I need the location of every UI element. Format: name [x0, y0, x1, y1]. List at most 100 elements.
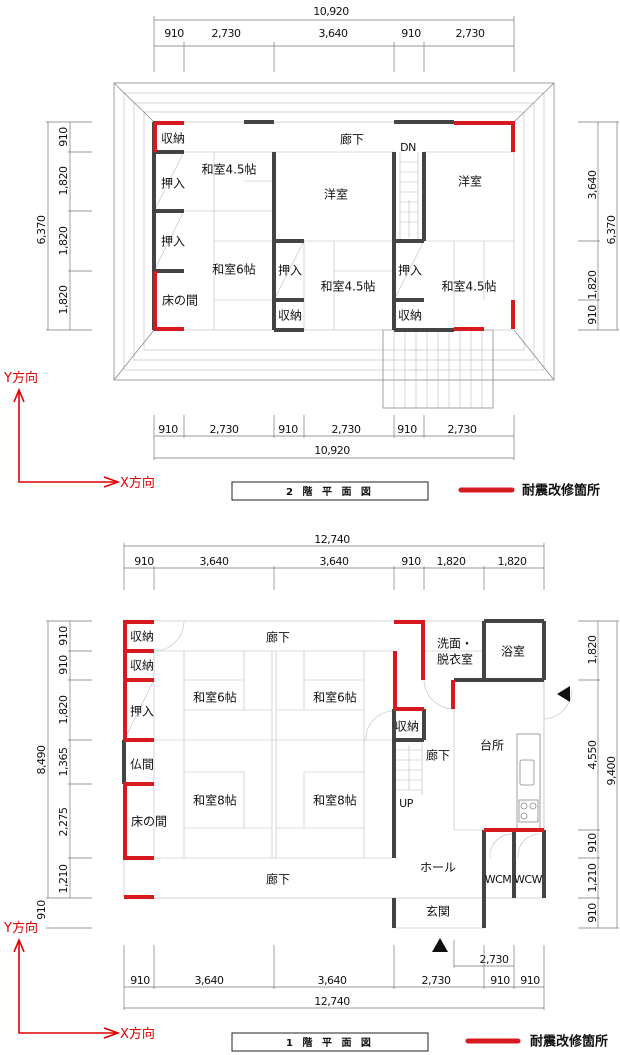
room-label: 収納 [130, 630, 154, 644]
room-label: 収納 [130, 659, 154, 673]
room-label: 廊下 [266, 630, 290, 645]
room-label: 脱衣室 [437, 652, 473, 667]
floor2-dims-bottom: 910 2,730 910 2,730 910 2,730 10,920 [153, 415, 515, 460]
dim: 3,640 [586, 170, 599, 199]
dim-total: 6,370 [35, 215, 48, 244]
floor1-title: 1 階 平 面 図 [286, 1036, 374, 1049]
x-direction-label: X方向 [120, 1026, 155, 1042]
room-label: 和室4.5帖 [441, 279, 496, 294]
dim: 2,730 [456, 27, 485, 40]
dim-total: 10,920 [313, 5, 349, 18]
dim: 2,730 [332, 423, 361, 436]
floor1-dims-top: 12,740 910 3,640 3,640 910 1,820 1,820 [123, 533, 545, 590]
dim: 910 [586, 305, 599, 325]
room-label: 廊下 [266, 872, 290, 887]
dim-total: 12,740 [314, 533, 350, 546]
kitchen-counter [516, 733, 541, 831]
stair-direction: DN [400, 141, 416, 154]
floor1-plan: 12,740 910 3,640 3,640 910 1,820 1,820 [3, 533, 619, 1052]
room-label: WCW [514, 873, 543, 886]
room-label: 押入 [278, 264, 302, 278]
room-label: 台所 [480, 738, 504, 753]
room-label: 押入 [161, 235, 185, 249]
room-label: 収納 [398, 309, 422, 323]
room-label: ホール [420, 861, 456, 875]
dim: 910 [397, 423, 417, 436]
dim: 4,550 [586, 740, 599, 769]
floor2-title-box [231, 481, 429, 501]
dim: 910 [278, 423, 298, 436]
dim: 1,820 [586, 635, 599, 664]
room-label: 収納 [395, 720, 419, 734]
floor2-axis-indicator: Y方向 X方向 [3, 370, 155, 491]
room-label: 廊下 [340, 132, 364, 147]
dim: 910 [158, 423, 178, 436]
legend-label: 耐震改修箇所 [522, 483, 600, 499]
room-label: 和室6帖 [212, 262, 256, 277]
dim: 2,730 [480, 953, 509, 966]
dim: 1,820 [437, 555, 466, 568]
floor1-axis-indicator: Y方向 X方向 [3, 920, 155, 1042]
kitchen-entrance-marker-icon [557, 686, 570, 702]
floor1-dims-side: 8,490 910 910 1,820 1,365 2,275 1,210 91… [35, 620, 619, 929]
dim: 910 [57, 127, 70, 147]
room-label: 和室6帖 [313, 690, 357, 705]
floor1-walls [122, 619, 546, 928]
dim-total: 9,400 [605, 756, 618, 785]
dim: 910 [57, 655, 70, 675]
dim-total: 6,370 [605, 215, 618, 244]
floor2-plan: 10,920 910 2,730 3,640 910 2,730 [3, 5, 619, 501]
dim: 910 [134, 555, 154, 568]
dim: 1,820 [57, 285, 70, 314]
entrance-marker-icon [432, 938, 448, 952]
dim: 910 [586, 833, 599, 853]
dim-total: 12,740 [314, 995, 350, 1008]
room-label: 和室6帖 [193, 690, 237, 705]
room-label: 床の間 [131, 815, 167, 829]
floor2-room-labels: 収納 和室4.5帖 押入 押入 和室6帖 床の間 廊下 DN 洋室 洋室 押入 … [161, 132, 497, 323]
roof-outline [113, 82, 555, 381]
floor2-dims-side: 6,370 910 1,820 1,820 1,820 3,640 1,820 … [35, 121, 619, 331]
dim: 1,210 [586, 863, 599, 892]
floor1-title-box [231, 1032, 429, 1052]
dim: 3,640 [320, 555, 349, 568]
room-label: 和室4.5帖 [201, 162, 256, 177]
room-label: 洋室 [458, 174, 482, 189]
dim: 2,730 [448, 423, 477, 436]
stair-direction: UP [399, 797, 414, 810]
dim: 910 [35, 900, 48, 920]
dim: 3,640 [319, 27, 348, 40]
floor2-stair [399, 152, 419, 241]
dim: 910 [164, 27, 184, 40]
dim: 1,365 [57, 747, 70, 776]
dim: 2,730 [212, 27, 241, 40]
dim: 910 [57, 626, 70, 646]
y-direction-label: Y方向 [3, 370, 38, 386]
dim: 1,820 [57, 166, 70, 195]
room-label: 和室4.5帖 [320, 279, 375, 294]
dim: 910 [401, 555, 421, 568]
dim: 1,820 [586, 270, 599, 299]
room-label: 収納 [161, 132, 185, 146]
room-label: 洗面・ [437, 637, 473, 651]
x-direction-label: X方向 [120, 475, 155, 491]
dim: 2,275 [57, 807, 70, 836]
floor2-dims-top: 10,920 910 2,730 3,640 910 2,730 [153, 5, 515, 72]
dim-total: 8,490 [35, 745, 48, 774]
legend-label: 耐震改修箇所 [530, 1034, 608, 1050]
room-label: 収納 [278, 309, 302, 323]
floor1-stair [396, 740, 423, 795]
floor1-dims-bottom: 2,730 910 3,640 3,640 2,730 910 910 12,7… [123, 940, 545, 1010]
dim: 3,640 [195, 974, 224, 987]
floor1-partitions [123, 620, 545, 929]
dim: 1,820 [57, 695, 70, 724]
dim: 2,730 [210, 423, 239, 436]
floor2-seismic-retrofit-walls [153, 121, 515, 331]
dim: 910 [490, 974, 510, 987]
room-label: 仏間 [130, 758, 154, 772]
room-label: 和室8帖 [313, 793, 357, 808]
external-stair [382, 329, 494, 409]
dim: 910 [586, 903, 599, 923]
dim: 910 [520, 974, 540, 987]
